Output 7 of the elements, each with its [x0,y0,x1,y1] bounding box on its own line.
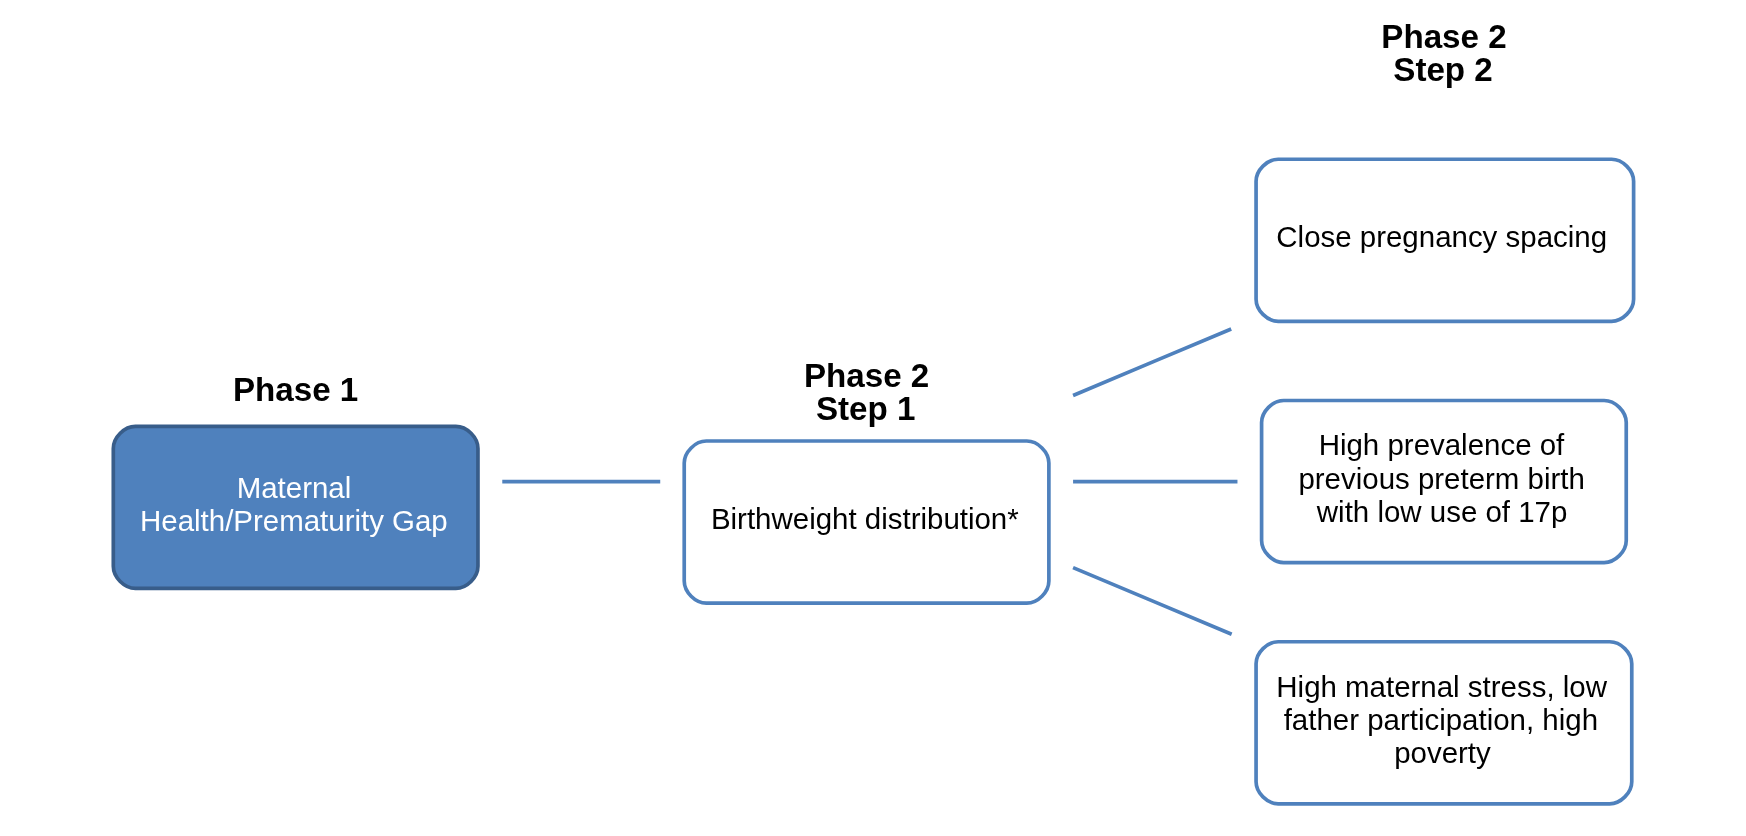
connector [1073,479,1238,484]
label: Phase 2 Step 2 [1381,17,1507,88]
connector [502,479,661,484]
connector [1072,565,1233,636]
node-label: Phase 1 [233,371,359,409]
node-label: Phase 2 Step 1 [803,356,930,427]
connector [1072,327,1232,398]
